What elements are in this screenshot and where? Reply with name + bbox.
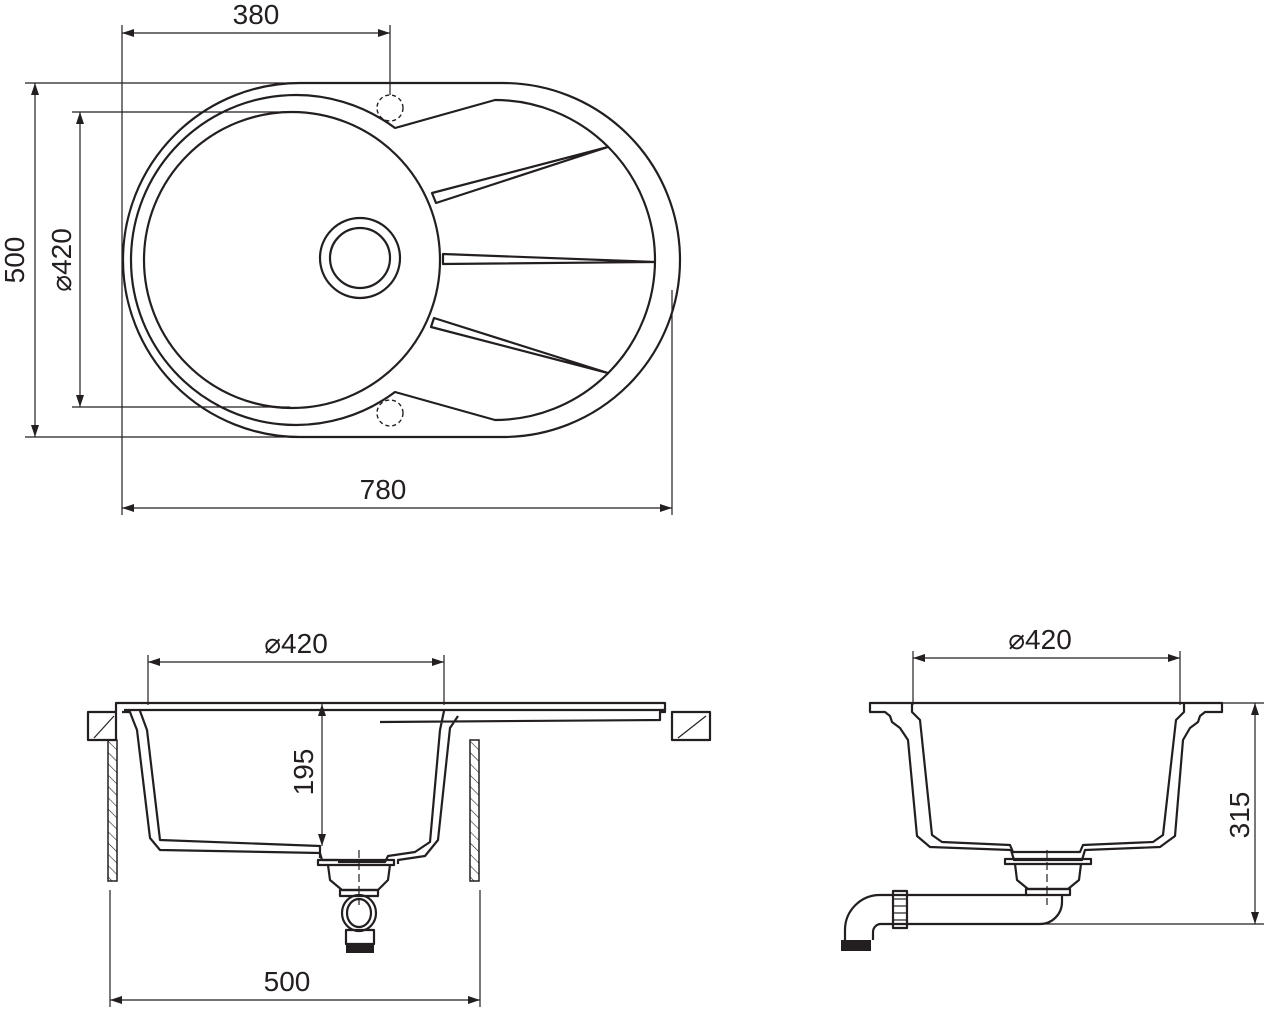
- dim-label-315: 315: [1224, 792, 1255, 839]
- pipe-outlet-end: [841, 940, 871, 951]
- side-sink-outline: [868, 701, 1224, 862]
- sink-section-outline: [114, 701, 667, 864]
- dim-label-195: 195: [288, 749, 319, 796]
- drainboard-rib-bottom: [429, 316, 610, 375]
- drainboard-rib-middle: [441, 252, 657, 266]
- tap-hole-top: [376, 94, 404, 122]
- top-view: 380 500 ⌀420 780: [0, 0, 682, 515]
- sink-outer-outline: [121, 81, 682, 439]
- side-section-view: ⌀420 315: [841, 624, 1264, 951]
- dim-label-780: 780: [360, 474, 407, 505]
- drain-flange: [316, 858, 396, 867]
- dim-label-380: 380: [233, 0, 280, 30]
- drain-inner: [328, 226, 392, 290]
- cabinet-wall-right: [469, 739, 480, 882]
- side-drain-flange: [1003, 857, 1093, 866]
- bowl-outline: [142, 110, 442, 410]
- drain-outer: [318, 216, 402, 300]
- siphon-outlet-end: [346, 943, 374, 953]
- pipe-coupling: [891, 889, 909, 930]
- dim-label-420-side: ⌀420: [1008, 624, 1072, 655]
- cabinet-wall-left: [107, 739, 118, 882]
- sink-rim-inner-outline: [129, 93, 657, 427]
- siphon-outlet: [344, 928, 376, 946]
- drainboard-rib-top: [430, 145, 610, 205]
- dim-label-420-front: ⌀420: [264, 628, 328, 659]
- dim-label-500-top: 500: [0, 237, 30, 284]
- side-drain-nut: [1024, 887, 1072, 897]
- countertop-left: [86, 710, 118, 742]
- tap-hole-bottom: [376, 399, 404, 427]
- dim-label-500-front: 500: [264, 966, 311, 997]
- dim-label-420-top: ⌀420: [46, 228, 77, 292]
- countertop-right: [670, 710, 712, 742]
- side-drain-body: [1013, 863, 1083, 891]
- front-section-view: ⌀420 195 500: [86, 628, 712, 1007]
- waste-pipe: [843, 893, 1064, 940]
